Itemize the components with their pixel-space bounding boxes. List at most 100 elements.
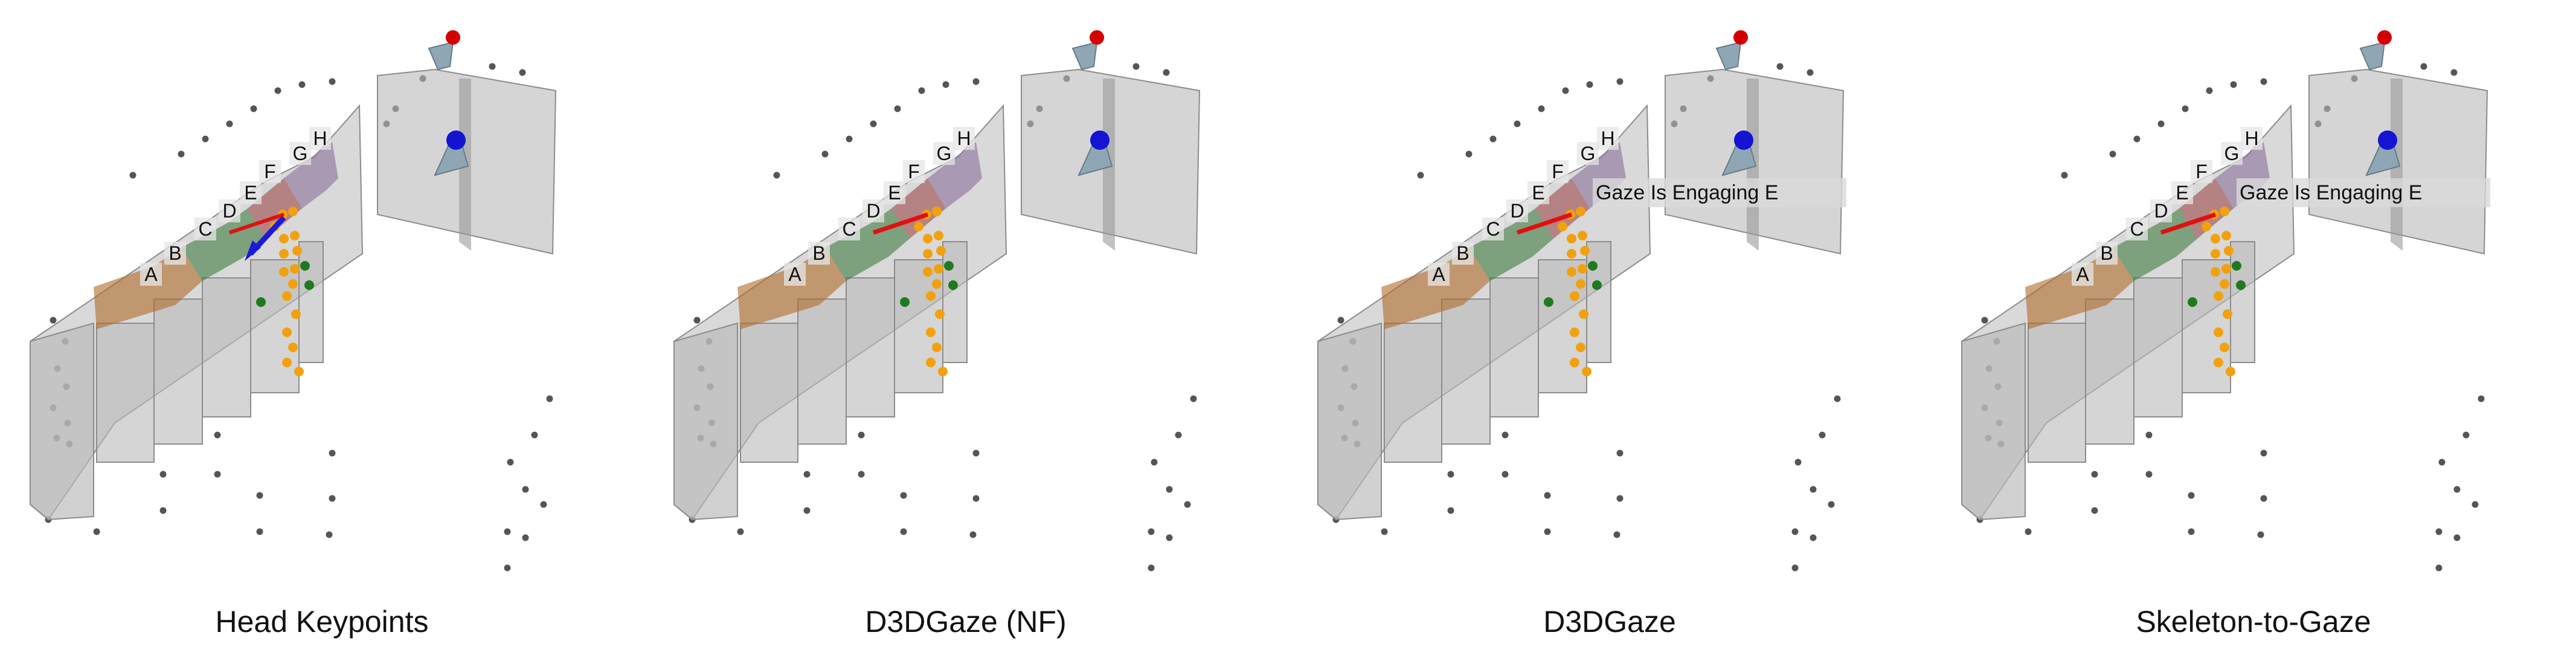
scene-point (2260, 78, 2267, 85)
scene-point (1417, 172, 1424, 179)
scene-point (1616, 495, 1624, 502)
shelf-label-d: D (866, 200, 880, 222)
shelf-label-bg (862, 199, 884, 222)
head-marker (1734, 130, 1753, 150)
shelf-label-bg (2096, 242, 2118, 265)
camera-body (428, 41, 454, 71)
scene-point (2091, 507, 2098, 514)
cabinet-partition (298, 241, 324, 363)
gaze-arrow (1516, 212, 1573, 235)
scene-point (846, 135, 853, 143)
scene-point (159, 471, 167, 478)
shelf-label-bg (2072, 263, 2093, 286)
shelf-label-g: G (2224, 143, 2240, 164)
scene-point (1175, 431, 1182, 439)
skeleton-joint (2214, 327, 2223, 337)
skeleton-joint (1558, 222, 1567, 231)
skeleton-joint (294, 367, 304, 376)
scene-point (1586, 81, 1593, 88)
cabinet-front-face (30, 322, 94, 521)
shelf-label-a: A (1432, 263, 1445, 285)
shelf-label-bg (309, 127, 331, 150)
skeleton-joint (2211, 234, 2220, 243)
shelf-top-g (284, 157, 326, 208)
scene-point (522, 486, 529, 493)
shelf-label-d: D (222, 200, 236, 222)
shelf-label-h: H (957, 127, 971, 149)
shelf-label-bg (784, 263, 806, 286)
shelf-label-bg (219, 199, 240, 222)
skeleton-joint (1578, 264, 1587, 274)
scene-point (274, 87, 281, 94)
scene-point (2260, 450, 2267, 457)
skeleton-joint (1567, 267, 1576, 277)
shelf-label-c: C (842, 218, 856, 240)
shelf-label-bg (2241, 127, 2263, 150)
gaze-arrowhead (245, 240, 261, 261)
skeleton-joint (938, 367, 948, 376)
scene-point (1381, 528, 1388, 535)
skeleton-joint (282, 327, 292, 337)
scene-point (1465, 150, 1473, 158)
scene-point (870, 120, 877, 127)
cabinet-partition (740, 323, 798, 463)
scene-point (1791, 528, 1799, 535)
scene-point (1489, 135, 1497, 143)
scene-point (226, 120, 233, 127)
scene-point (1810, 534, 1817, 541)
skeleton-joint-green (256, 297, 266, 307)
scene-point (50, 317, 57, 324)
cabinet-partition (202, 277, 251, 417)
skeleton-joint (1582, 367, 1592, 376)
skeleton-joint (926, 327, 936, 337)
scene-point (803, 507, 811, 514)
skeleton-joint (923, 267, 933, 277)
skeleton-joint (282, 291, 292, 301)
shelf-label-bg (1452, 242, 1474, 265)
scene-point (2025, 528, 2032, 535)
scene-point (1151, 459, 1158, 466)
shelf-label-b: B (169, 242, 181, 264)
skeleton-joint (1570, 291, 1579, 301)
shelf-label-d: D (1510, 200, 1524, 222)
caption-head-keypoints: Head Keypoints (215, 605, 429, 639)
scene-point (821, 150, 829, 158)
scene-point (202, 135, 209, 143)
shelf-label-b: B (1456, 242, 1469, 264)
scene-point (1502, 431, 1509, 439)
shelf-top-c (1469, 224, 1532, 281)
shelf-label-e: E (2176, 182, 2188, 204)
gaze-label: Gaze Is Engaging E (2240, 181, 2422, 204)
cabinet-partition (1384, 323, 1442, 463)
camera-body (1071, 41, 1098, 71)
shelf-label-bg (164, 242, 186, 265)
shelf-label-f: F (2195, 161, 2208, 182)
shelf-label-c: C (1486, 218, 1500, 240)
scene-point (504, 528, 511, 535)
caption-d3dgaze: D3DGaze (1543, 605, 1676, 639)
scene-point (900, 528, 907, 535)
skeleton-joint (2220, 207, 2229, 216)
skeleton-joint (1579, 309, 1588, 319)
cabinet-partition (153, 298, 203, 445)
skeleton-joint (288, 207, 298, 216)
scene-point (1447, 507, 1454, 514)
skeleton-joint (290, 264, 300, 274)
scene-point (326, 531, 333, 538)
cabinet-partition (1489, 277, 1539, 417)
scene-point (2133, 135, 2141, 143)
scene-point (1791, 564, 1799, 572)
shelf-label-bg (1506, 199, 1528, 222)
scene-point (1163, 69, 1170, 76)
camera-marker (1090, 30, 1104, 45)
caption-skeleton-to-gaze: Skeleton-to-Gaze (2136, 605, 2371, 639)
cabinet-partition (1586, 241, 1611, 363)
shelf-label-g: G (1581, 143, 1596, 164)
shelf-label-g: G (937, 143, 952, 164)
skeleton-joint (934, 264, 943, 274)
shelf-label-bg (289, 142, 311, 165)
skeleton-joint-green (304, 280, 314, 290)
scene-point (329, 495, 336, 502)
skeleton-joint (934, 231, 943, 240)
skeleton-joint (291, 309, 301, 319)
